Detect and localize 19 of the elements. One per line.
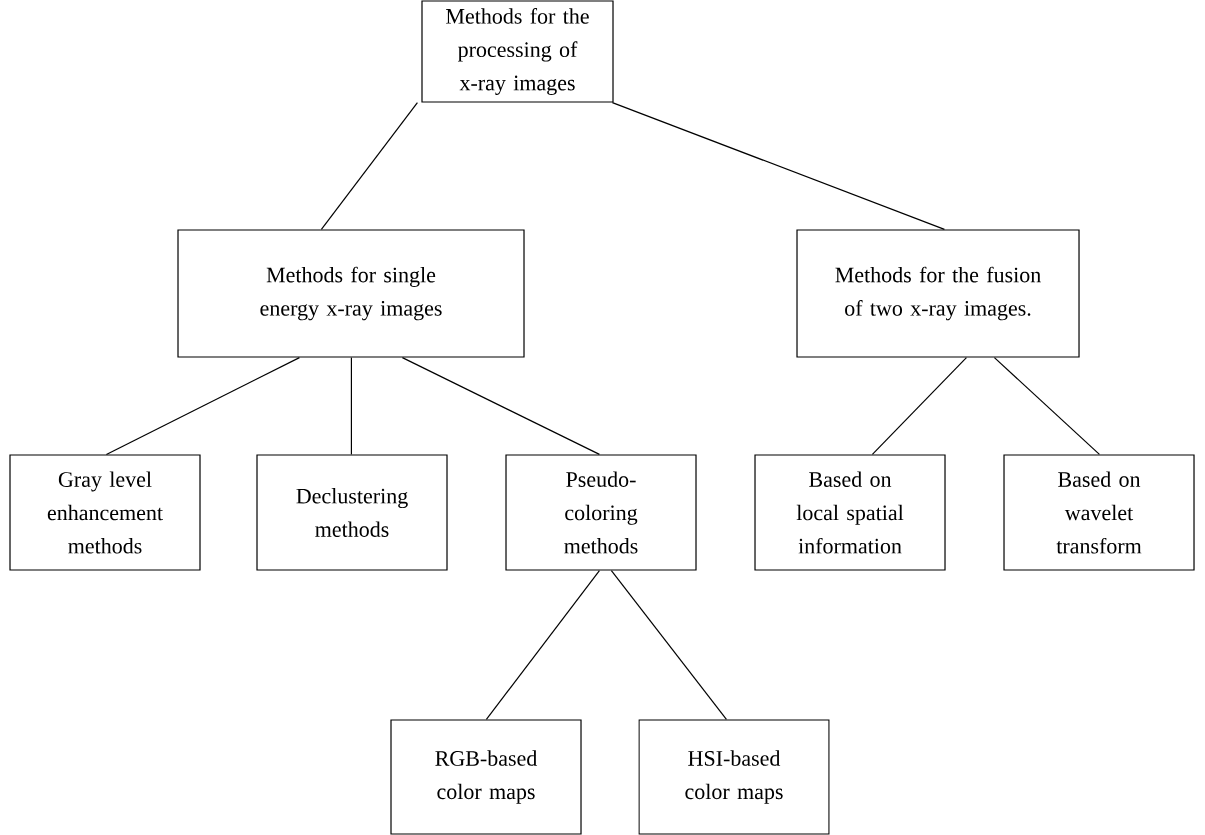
process-box: Methods for single energy x-ray images (177, 229, 525, 358)
connector-line (993, 357, 1100, 455)
connector-line (611, 102, 945, 230)
connector-line (610, 570, 727, 720)
process-box: Pseudo-coloring methods (505, 454, 697, 571)
process-box: Methods for the fusion of two x-ray images. (796, 229, 1080, 358)
process-box: Based on local spatial information (754, 454, 946, 571)
process-box: HSI-based color maps (638, 719, 830, 835)
connector-line (485, 570, 600, 720)
connector-line (320, 102, 418, 230)
connector-line (871, 357, 967, 455)
connector-line (105, 357, 300, 455)
process-box: Methods for the processing of x-ray images (421, 0, 614, 103)
process-box: Based on wavelet transform (1003, 454, 1195, 571)
process-box: RGB-based color maps (390, 719, 582, 835)
process-box: Declustering methods (256, 454, 448, 571)
process-box: Gray level enhancement methods (9, 454, 201, 571)
connector-line (401, 357, 600, 455)
connector-line (350, 357, 352, 455)
